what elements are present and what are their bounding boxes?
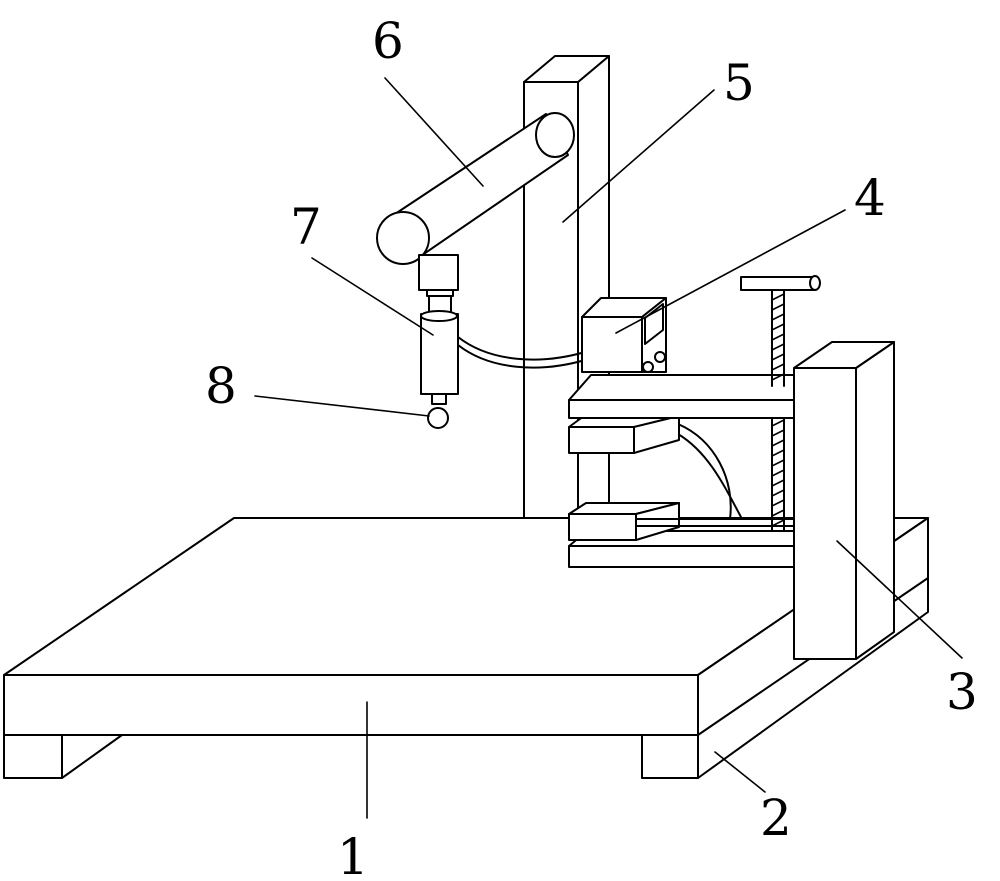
- support-feet: [3, 577, 929, 779]
- horizontal-arm: [376, 112, 575, 265]
- clamp-assembly: [568, 275, 821, 568]
- label-5: 5: [723, 54, 755, 112]
- probe-tip: [427, 407, 449, 429]
- label-8: 8: [205, 357, 237, 415]
- label-1: 1: [337, 828, 369, 881]
- leader-2: [714, 751, 766, 793]
- clamp-column: [793, 341, 895, 660]
- reference-numerals: 6 5 4 7 8 3 2 1: [205, 12, 978, 881]
- label-2: 2: [760, 789, 792, 847]
- leader-6: [384, 77, 484, 187]
- label-4: 4: [854, 169, 886, 227]
- control-box: [581, 297, 667, 373]
- leader-8: [254, 395, 430, 417]
- leader-7: [311, 257, 434, 336]
- cable: [457, 336, 586, 361]
- label-6: 6: [372, 12, 404, 70]
- leader-5: [562, 89, 715, 223]
- leader-lines: [254, 77, 963, 819]
- leader-4: [615, 209, 846, 334]
- leader-3: [836, 540, 963, 659]
- label-3: 3: [946, 663, 978, 721]
- label-7: 7: [290, 198, 322, 256]
- cable-edge: [457, 344, 586, 369]
- probe-holder: [418, 254, 459, 405]
